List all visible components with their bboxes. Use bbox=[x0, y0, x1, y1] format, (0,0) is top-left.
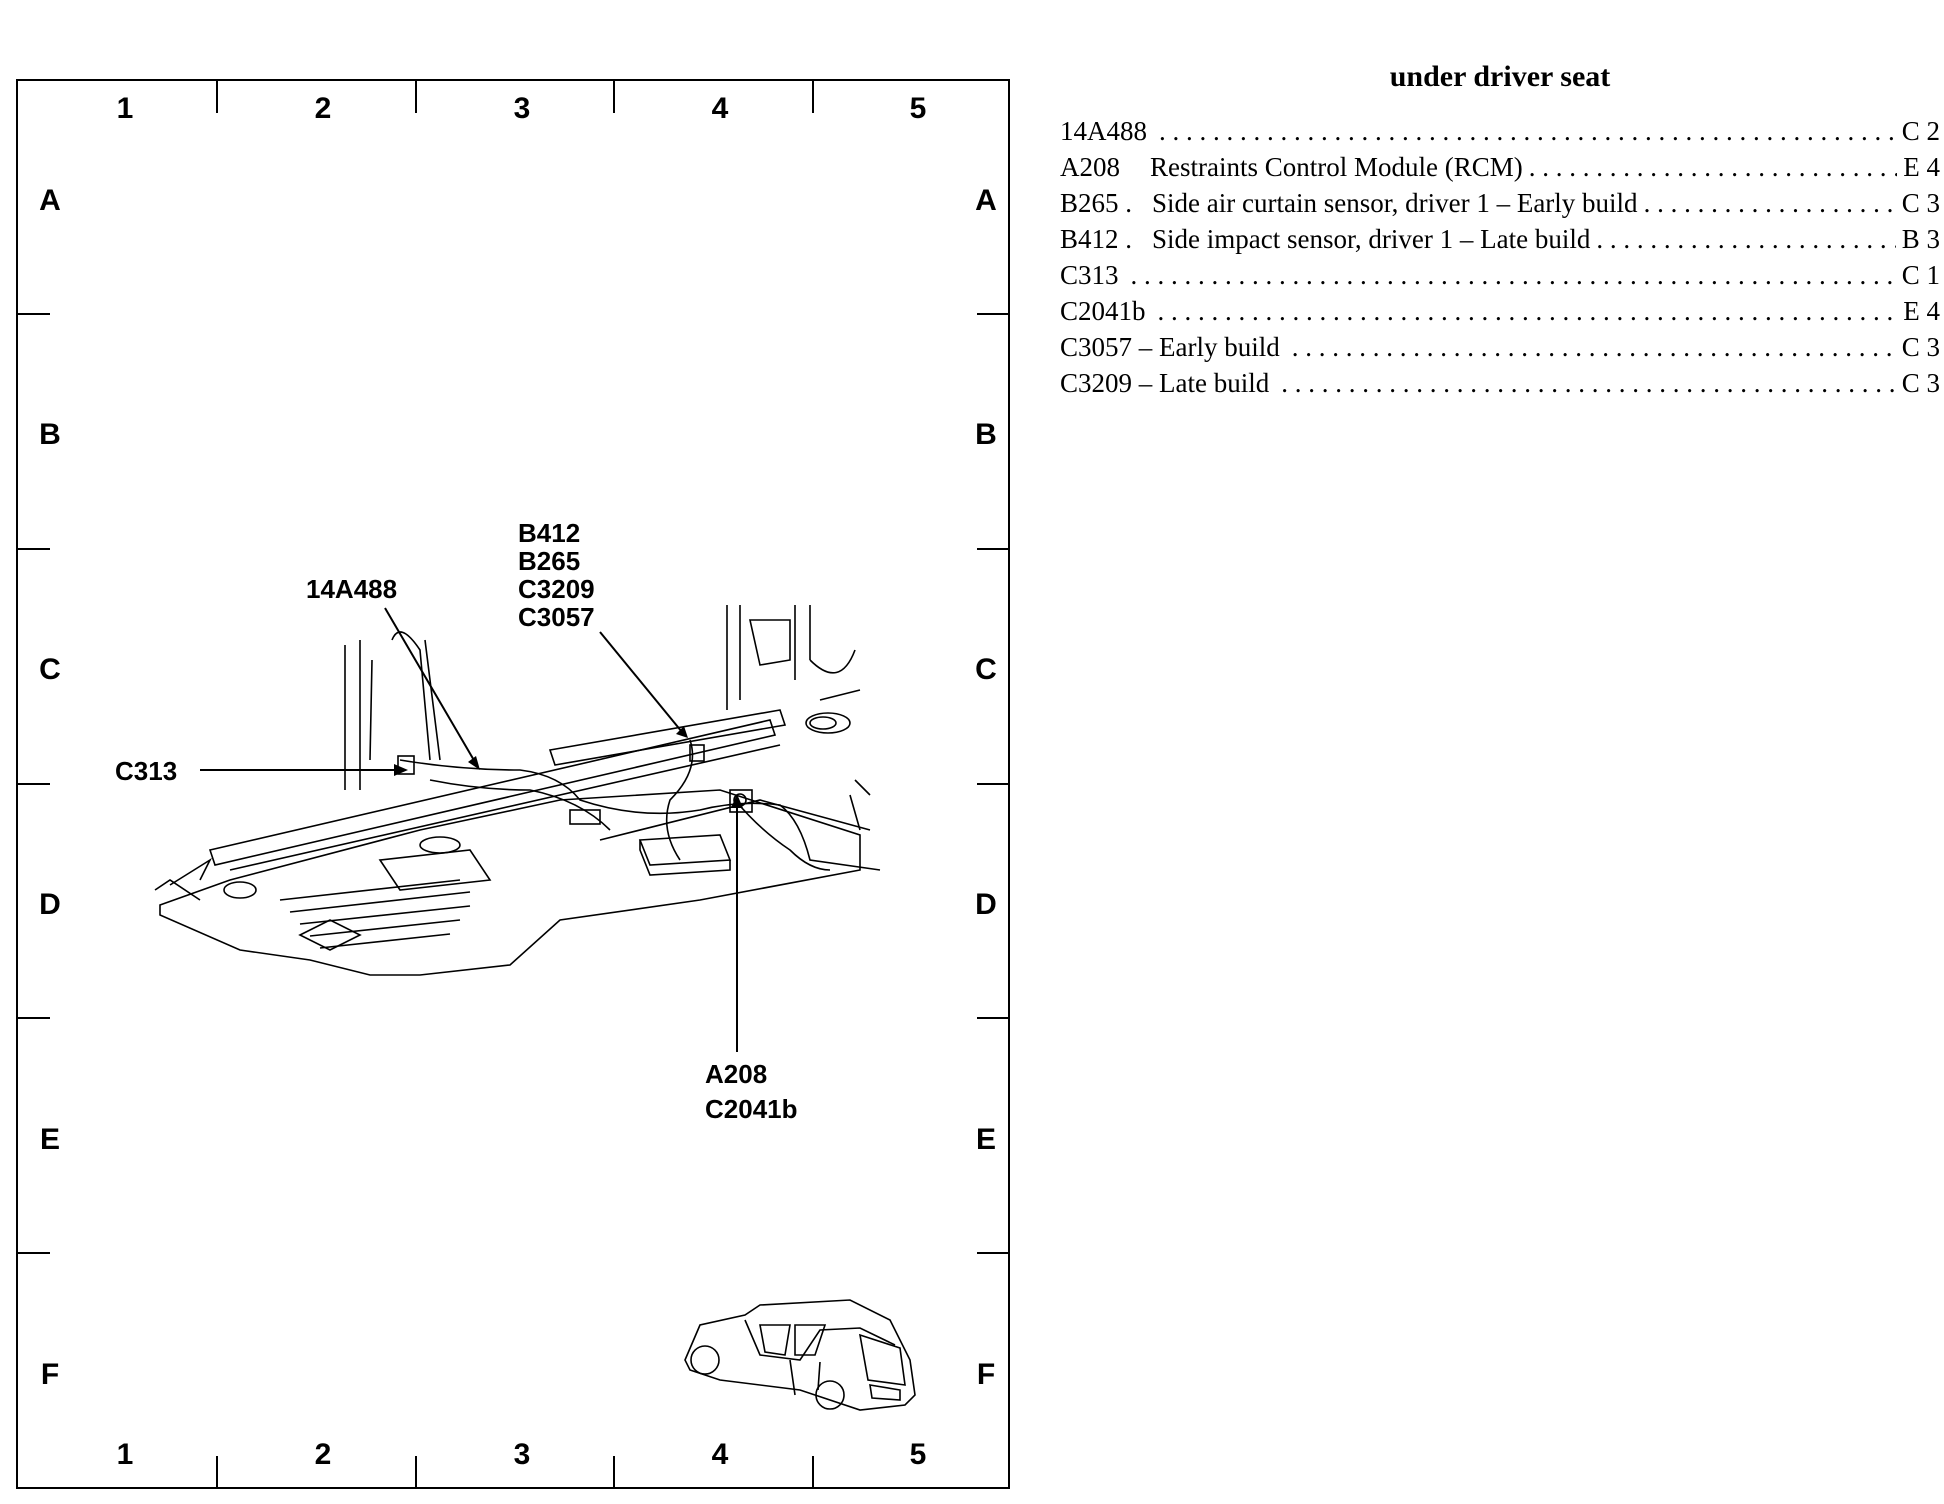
legend-code: B412 . bbox=[1060, 224, 1133, 254]
callout-a208: A208 bbox=[705, 1059, 767, 1089]
row-label-f-right: F bbox=[977, 1358, 995, 1391]
callout-b412: B412 bbox=[518, 518, 580, 548]
col-label-4-bottom: 4 bbox=[712, 1438, 729, 1471]
col-label-2-bottom: 2 bbox=[315, 1438, 332, 1471]
legend-location: E 4 bbox=[1903, 296, 1940, 326]
vehicle-thumbnail-icon bbox=[684, 1299, 916, 1411]
leader-dots bbox=[1158, 296, 1898, 327]
row-label-d-right: D bbox=[975, 888, 997, 921]
legend-location: C 3 bbox=[1901, 188, 1940, 218]
legend-code: C313 bbox=[1060, 260, 1119, 290]
col-label-1-bottom: 1 bbox=[117, 1438, 134, 1471]
row-label-c-left: C bbox=[39, 653, 61, 686]
leader-arrowheads bbox=[394, 726, 743, 808]
legend-location: C 2 bbox=[1901, 116, 1940, 146]
component-legend: under driver seat 14A488 C 2 A208 Restra… bbox=[1060, 60, 1940, 404]
row-label-f-left: F bbox=[41, 1358, 59, 1391]
leader-dots bbox=[1131, 260, 1896, 291]
legend-row: 14A488 C 2 bbox=[1060, 116, 1940, 152]
leader-dots bbox=[1281, 368, 1896, 399]
callout-c2041b: C2041b bbox=[705, 1094, 798, 1124]
leader-dots bbox=[1529, 152, 1898, 183]
row-label-c-right: C bbox=[975, 653, 997, 686]
col-label-5-bottom: 5 bbox=[910, 1438, 927, 1471]
legend-description: Side impact sensor, driver 1 – Late buil… bbox=[1152, 224, 1591, 254]
column-ticks-top bbox=[216, 80, 814, 113]
legend-description: Side air curtain sensor, driver 1 – Earl… bbox=[1152, 188, 1638, 218]
col-label-2-top: 2 bbox=[315, 92, 332, 125]
legend-code: C2041b bbox=[1060, 296, 1146, 326]
legend-location: C 1 bbox=[1901, 260, 1940, 290]
legend-code: C3057 – Early build bbox=[1060, 332, 1280, 362]
col-label-4-top: 4 bbox=[712, 92, 729, 125]
legend-title: under driver seat bbox=[1389, 60, 1611, 93]
legend-row: C2041b E 4 bbox=[1060, 296, 1940, 332]
legend-row: C3057 – Early build C 3 bbox=[1060, 332, 1940, 368]
legend-code: C3209 – Late build bbox=[1060, 368, 1270, 398]
row-label-b-left: B bbox=[39, 418, 61, 451]
row-label-e-right: E bbox=[976, 1123, 996, 1156]
leader-dots bbox=[1644, 188, 1896, 219]
callout-c313: C313 bbox=[115, 756, 177, 786]
leader-dots bbox=[1292, 332, 1896, 363]
legend-list: 14A488 C 2 A208 Restraints Control Modul… bbox=[1060, 116, 1940, 404]
leader-dots bbox=[1159, 116, 1896, 147]
legend-row: C3209 – Late build C 3 bbox=[1060, 368, 1940, 404]
legend-row: A208 Restraints Control Module (RCM) E 4 bbox=[1060, 152, 1940, 188]
legend-location: E 4 bbox=[1903, 152, 1940, 182]
row-label-a-right: A bbox=[975, 184, 997, 217]
col-label-1-top: 1 bbox=[117, 92, 134, 125]
leader-lines bbox=[200, 607, 738, 1052]
column-ticks-bottom bbox=[216, 1456, 814, 1488]
row-label-d-left: D bbox=[39, 888, 61, 921]
callout-c3209: C3209 bbox=[518, 574, 595, 604]
legend-location: B 3 bbox=[1901, 224, 1940, 254]
callout-14a488: 14A488 bbox=[306, 574, 397, 604]
col-label-5-top: 5 bbox=[910, 92, 927, 125]
legend-code: 14A488 bbox=[1060, 116, 1147, 146]
legend-row: B412 . Side impact sensor, driver 1 – La… bbox=[1060, 224, 1940, 260]
leader-dots bbox=[1596, 224, 1895, 255]
legend-row: B265 . Side air curtain sensor, driver 1… bbox=[1060, 188, 1940, 224]
legend-location: C 3 bbox=[1901, 368, 1940, 398]
col-label-3-bottom: 3 bbox=[514, 1438, 531, 1471]
callout-b265: B265 bbox=[518, 546, 580, 576]
legend-location: C 3 bbox=[1901, 332, 1940, 362]
row-label-a-left: A bbox=[39, 184, 61, 217]
row-ticks bbox=[17, 313, 1009, 1254]
legend-description: Restraints Control Module (RCM) bbox=[1150, 152, 1523, 182]
legend-row: C313 C 1 bbox=[1060, 260, 1940, 296]
legend-code: A208 bbox=[1060, 152, 1120, 182]
row-label-e-left: E bbox=[40, 1123, 60, 1156]
callout-c3057: C3057 bbox=[518, 602, 595, 632]
legend-code: B265 . bbox=[1060, 188, 1133, 218]
row-label-b-right: B bbox=[975, 418, 997, 451]
vehicle-floor-illustration bbox=[154, 605, 881, 976]
col-label-3-top: 3 bbox=[514, 92, 531, 125]
